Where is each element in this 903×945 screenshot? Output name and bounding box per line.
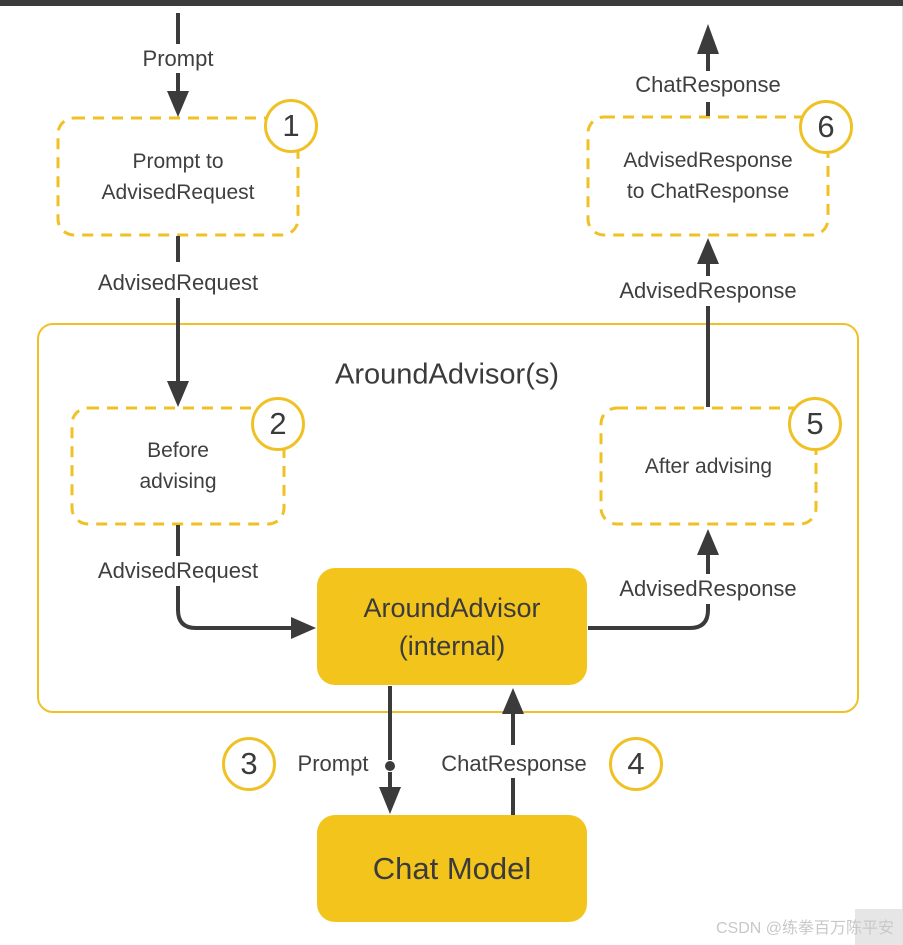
- line-corner-to-internal: [176, 586, 292, 630]
- arrowhead-into-internal-bottom: [502, 688, 524, 714]
- step2-box: Before advising: [72, 408, 284, 524]
- arrowhead-into-step1: [167, 91, 189, 117]
- chat-model-label: Chat Model: [372, 850, 532, 886]
- step5-box: After advising: [601, 408, 816, 524]
- step6-box: AdvisedResponse to ChatResponse: [588, 117, 828, 235]
- step5-number-badge: 5: [788, 397, 842, 451]
- around-advisor-internal-box: AroundAdvisor (internal): [317, 568, 587, 685]
- step2-number-badge: 2: [251, 397, 305, 451]
- step6-number-badge: 6: [799, 100, 853, 154]
- flow-label-advised-request-lower: AdvisedRequest: [94, 558, 262, 584]
- step2-box-outline: [70, 406, 286, 526]
- flow-label-advised-request-upper: AdvisedRequest: [94, 270, 262, 296]
- flow-label-advised-response-upper: AdvisedResponse: [616, 278, 800, 304]
- step1-label-line2: AdvisedRequest: [101, 180, 255, 204]
- step4-number: 4: [627, 746, 645, 781]
- watermark-text: CSDN @练拳百万陈平安: [715, 920, 894, 937]
- step2-number: 2: [269, 406, 287, 441]
- step5-label: After advising: [644, 454, 773, 478]
- flow-label-chat-response-top: ChatResponse: [632, 72, 784, 98]
- flow-label-advised-response-lower: AdvisedResponse: [616, 576, 800, 602]
- step6-box-outline: [586, 115, 830, 237]
- arrowhead-into-step5: [697, 529, 719, 555]
- chat-model-box: Chat Model: [317, 815, 587, 922]
- around-advisors-container: [37, 323, 859, 713]
- prompt-line-dot: [385, 761, 395, 771]
- line-internal-to-corner: [588, 604, 710, 630]
- container-title: AroundAdvisor(s): [334, 358, 560, 391]
- step2-label-line1: Before: [147, 439, 209, 462]
- arrowhead-into-step6: [697, 238, 719, 264]
- watermark-background-patch: [855, 909, 902, 945]
- internal-label-line1: AroundAdvisor: [363, 592, 541, 623]
- step5-box-outline: [599, 406, 818, 526]
- step1-number-badge: 1: [264, 99, 318, 153]
- step1-box-outline: [56, 116, 300, 237]
- step6-label-line1: AdvisedResponse: [623, 149, 793, 172]
- step3-number: 3: [240, 746, 258, 781]
- step6-label-line2: to ChatResponse: [626, 180, 790, 203]
- internal-label-line2: (internal): [398, 630, 506, 661]
- flow-label-chat-response-bottom: ChatResponse: [438, 751, 590, 777]
- step6-number: 6: [817, 109, 835, 144]
- step1-box: Prompt to AdvisedRequest: [58, 118, 298, 235]
- arrowhead-into-internal: [291, 617, 316, 639]
- step5-number: 5: [806, 406, 824, 441]
- arrowhead-into-chatmodel: [379, 787, 401, 814]
- step1-label-line1: Prompt to: [132, 149, 224, 173]
- flow-label-prompt-bottom: Prompt: [294, 751, 372, 777]
- window-top-bar: [0, 0, 903, 6]
- step1-number: 1: [282, 108, 300, 143]
- step3-number-badge: 3: [222, 737, 276, 791]
- arrowhead-chatresponse-out: [697, 24, 719, 54]
- step2-label-line2: advising: [139, 470, 217, 493]
- step4-number-badge: 4: [609, 737, 663, 791]
- flow-label-prompt-top: Prompt: [139, 46, 217, 72]
- arrowhead-into-step2: [167, 381, 189, 407]
